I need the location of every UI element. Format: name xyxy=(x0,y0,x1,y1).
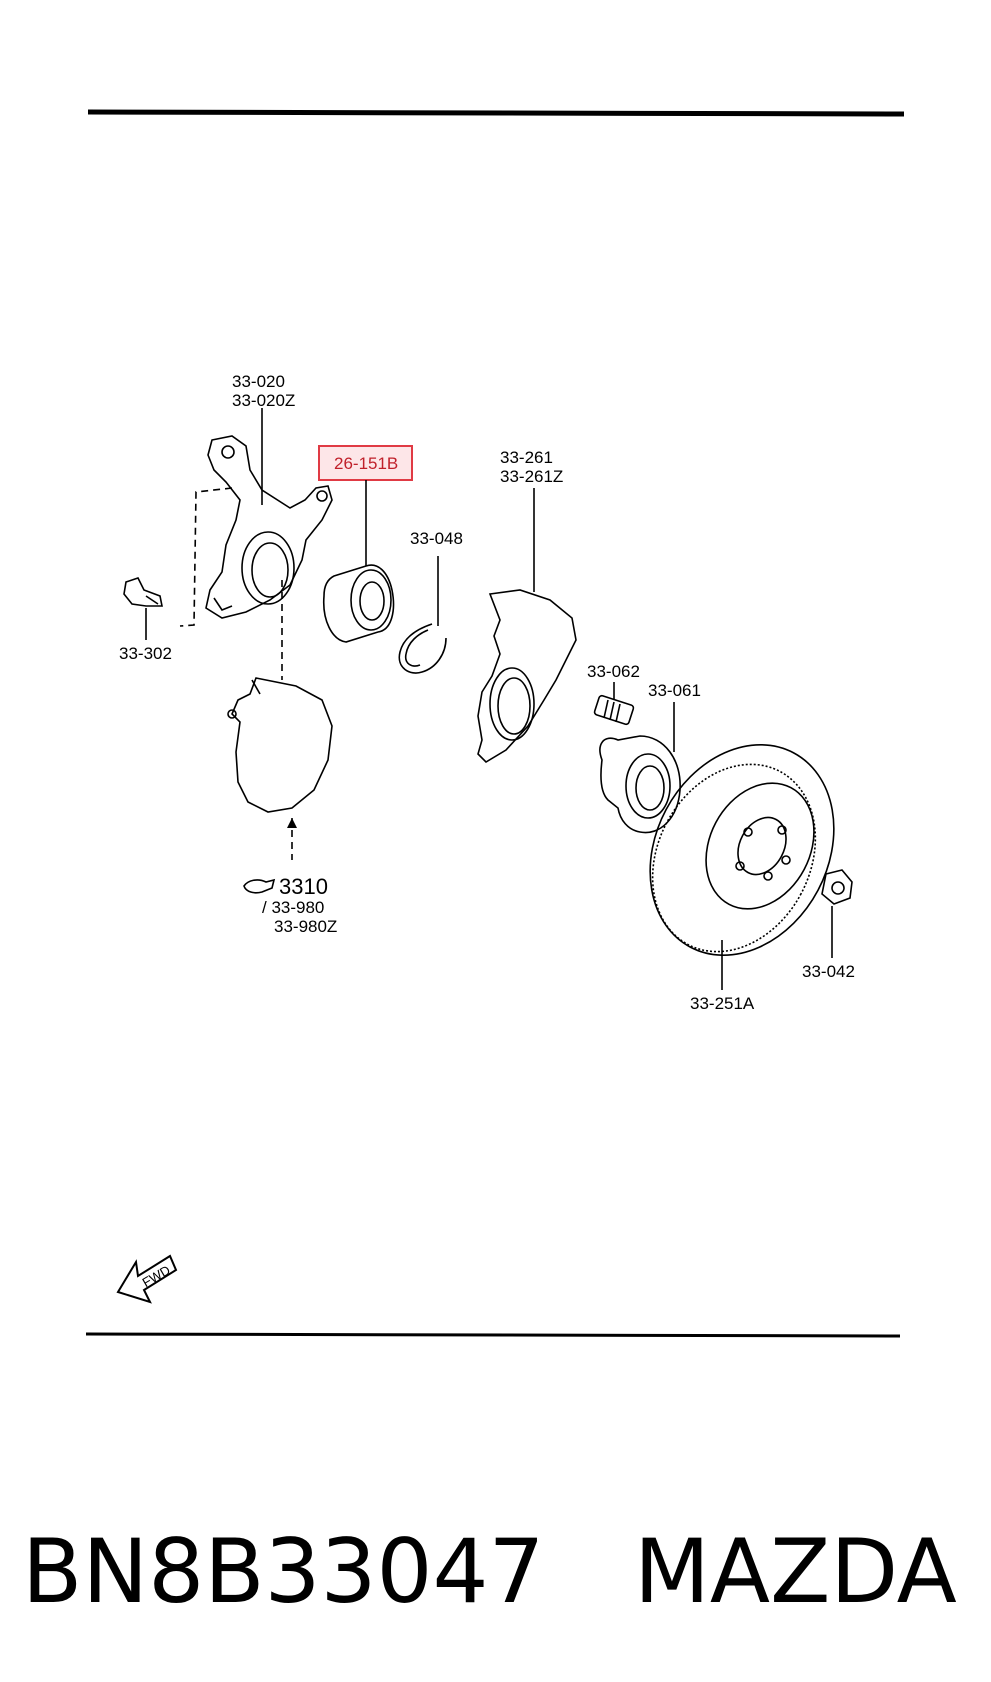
drive-shaft-label: 3310 xyxy=(279,874,328,899)
top-rule xyxy=(87,109,905,117)
disc-label: 33-251A xyxy=(690,994,755,1013)
knuckle-label-2: 33-020Z xyxy=(232,391,295,410)
shaft-guide-arrowhead xyxy=(287,818,297,828)
dust-boot-label-2: 33-980Z xyxy=(274,917,337,936)
snap-ring-label: 33-048 xyxy=(410,529,463,548)
steering-knuckle xyxy=(205,435,333,619)
dust-cover-label-1: 33-261 xyxy=(500,448,553,467)
bottom-rule xyxy=(85,1332,901,1338)
fwd-arrow-icon: FWD xyxy=(116,1254,178,1304)
snap-ring xyxy=(398,623,447,674)
bolt xyxy=(123,577,163,607)
nut-label: 33-042 xyxy=(802,962,855,981)
brake-disc xyxy=(649,744,835,956)
bolt-label: 33-302 xyxy=(119,644,172,663)
brand-text: MAZDA xyxy=(634,1520,957,1623)
stud-label: 33-062 xyxy=(587,662,640,681)
dust-boot-label-1: / 33-980 xyxy=(262,898,324,917)
lock-nut xyxy=(821,869,853,905)
bearing-label: 26-151B xyxy=(334,454,398,473)
drive-shaft-joint xyxy=(227,677,333,813)
knuckle-label-1: 33-020 xyxy=(232,372,285,391)
dust-cover-label-2: 33-261Z xyxy=(500,467,563,486)
hub-label: 33-061 xyxy=(648,681,701,700)
shaft-ref-icon xyxy=(243,878,276,894)
wheel-stud xyxy=(593,694,635,726)
dust-cover xyxy=(477,589,577,764)
knuckle-bolt-guide xyxy=(179,487,233,627)
part-number-text: BN8B33047 xyxy=(22,1520,545,1623)
wheel-hub xyxy=(599,735,681,834)
bearing-highlight-box xyxy=(318,445,413,481)
wheel-bearing xyxy=(322,564,395,643)
